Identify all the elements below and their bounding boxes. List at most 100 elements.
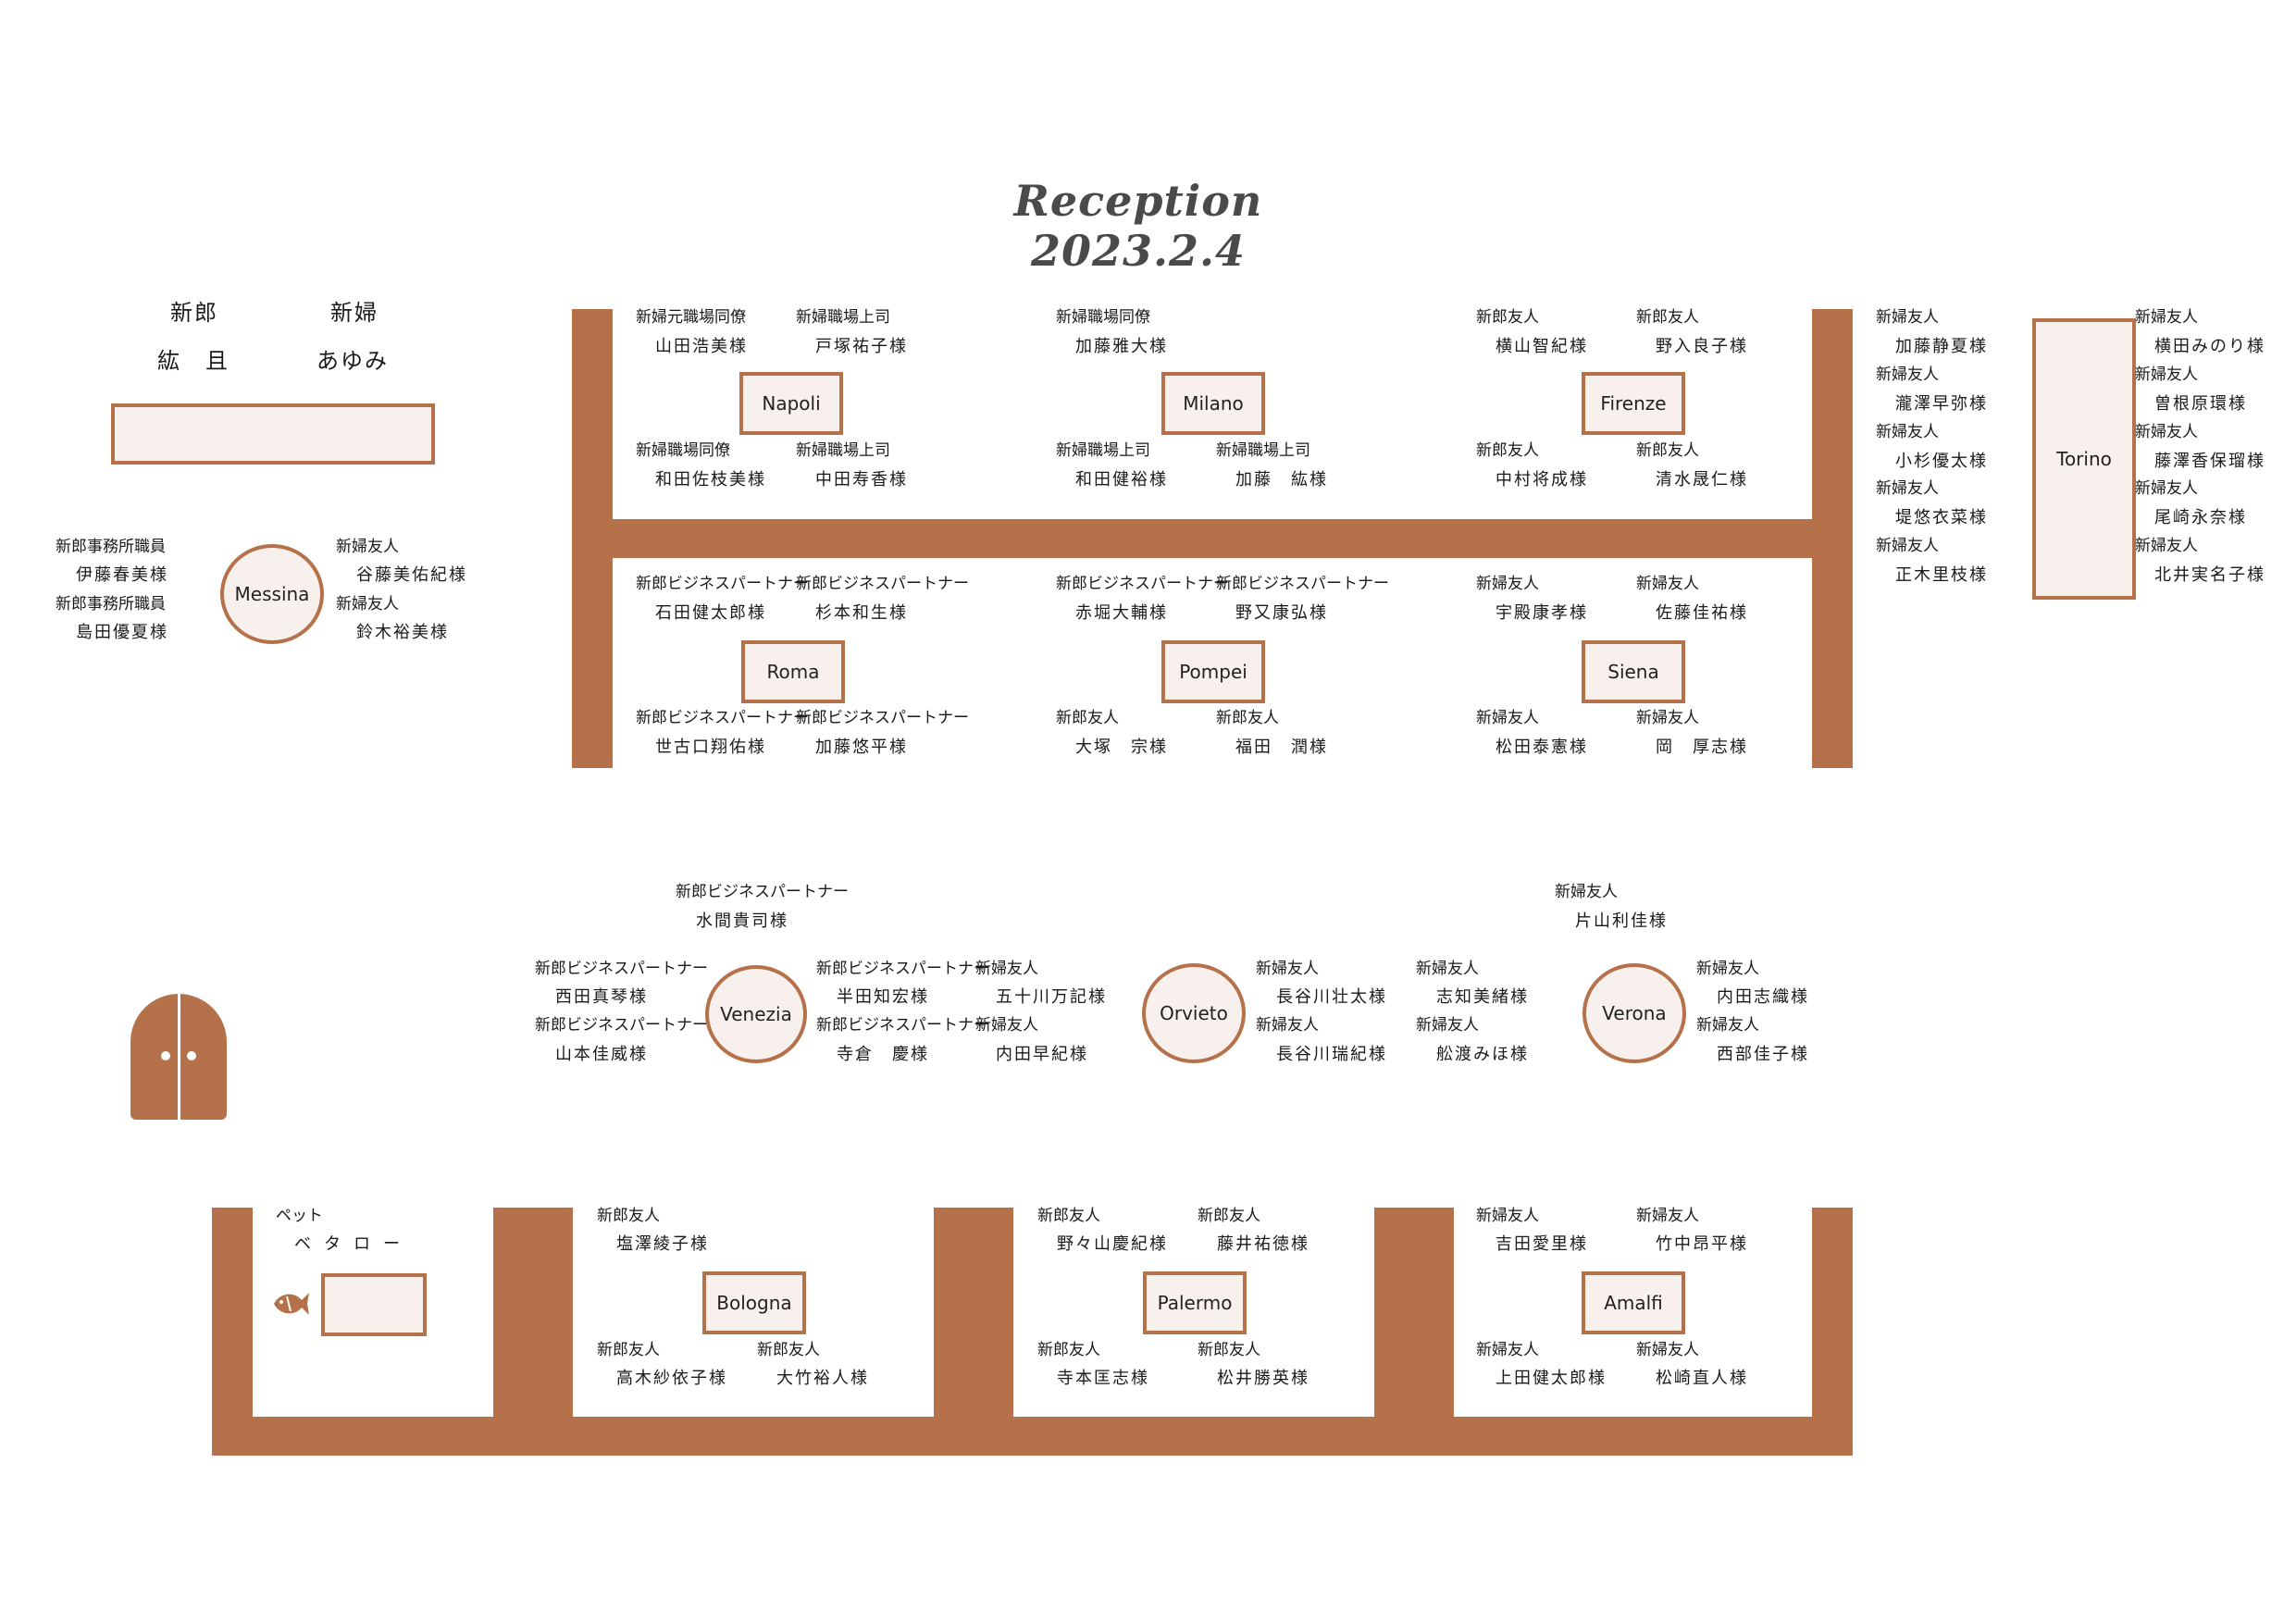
table-bologna[interactable]: Bologna [702, 1271, 806, 1334]
guest-role: 新郎友人 [1198, 1341, 1260, 1359]
door-icon [130, 994, 227, 1120]
guest-role: 新郎ビジネスパートナー [1056, 575, 1229, 593]
guest-name: 松井勝英様 [1217, 1369, 1309, 1388]
table-messina[interactable]: Messina [220, 544, 324, 644]
guest-role: 新婦職場上司 [1216, 441, 1310, 460]
table-napoli[interactable]: Napoli [739, 372, 843, 435]
table-orvieto[interactable]: Orvieto [1142, 963, 1246, 1063]
guest-name: 野入良子様 [1656, 337, 1748, 356]
guest-name: 西田真琴様 [555, 987, 648, 1007]
guest-name: 藤井祐徳様 [1217, 1234, 1309, 1254]
guest-name: 中田寿香様 [815, 470, 908, 490]
guest-name: 谷藤美佑紀様 [356, 565, 467, 585]
guest-name: 山本佳威様 [555, 1045, 648, 1064]
guest-role: 新郎友人 [1037, 1341, 1100, 1359]
lower-frame-bar [1812, 1208, 1853, 1456]
guest-role: 新婦友人 [1476, 1341, 1539, 1359]
guest-role: 新婦友人 [1876, 423, 1939, 441]
guest-name: 内田早紀様 [996, 1045, 1088, 1064]
guest-name: 高木紗依子様 [616, 1369, 727, 1388]
guest-role: 新婦友人 [1555, 883, 1618, 901]
bride-label: 新婦 [330, 300, 379, 326]
table-milano[interactable]: Milano [1161, 372, 1265, 435]
guest-role: 新郎事務所職員 [56, 538, 166, 556]
guest-role: 新婦友人 [1876, 366, 1939, 384]
guest-name: 和田健裕様 [1075, 470, 1168, 490]
guest-name: 赤堀大輔様 [1075, 603, 1168, 623]
guest-role: 新郎ビジネスパートナー [636, 575, 809, 593]
guest-name: 曽根原環様 [2154, 394, 2247, 414]
guest-role: 新婦職場上司 [796, 308, 890, 327]
guest-name: 杉本和生様 [815, 603, 908, 623]
table-palermo[interactable]: Palermo [1143, 1271, 1247, 1334]
guest-role: 新郎ビジネスパートナー [535, 1016, 708, 1035]
guest-role: 新婦友人 [1876, 537, 1939, 555]
guest-role: 新婦友人 [1636, 1341, 1699, 1359]
guest-role: 新郎友人 [1037, 1207, 1100, 1225]
guest-role: 新郎友人 [597, 1341, 660, 1359]
guest-name: 正木里枝様 [1895, 565, 1988, 585]
guest-name: 北井実名子様 [2154, 565, 2265, 585]
guest-role: 新郎友人 [1198, 1207, 1260, 1225]
guest-name: 吉田愛里様 [1496, 1234, 1588, 1254]
guest-name: 大竹裕人様 [776, 1369, 869, 1388]
guest-role: 新婦友人 [1256, 1016, 1319, 1035]
guest-role: 新婦友人 [1476, 709, 1539, 727]
table-verona[interactable]: Verona [1582, 963, 1686, 1063]
guest-name: 五十川万記様 [996, 987, 1107, 1007]
frame-middle-bar [613, 519, 1812, 558]
guest-name: 寺倉 慶様 [837, 1045, 929, 1064]
guest-role: 新婦友人 [1636, 1207, 1699, 1225]
guest-name: 野又康弘様 [1235, 603, 1328, 623]
guest-role: 新郎ビジネスパートナー [796, 709, 969, 727]
guest-name: 加藤悠平様 [815, 738, 908, 757]
guest-role: 新婦友人 [975, 1016, 1038, 1035]
guest-role: 新婦友人 [2135, 537, 2198, 555]
guest-name: 島田優夏様 [76, 623, 168, 642]
guest-role: 新婦友人 [1416, 1016, 1479, 1035]
guest-role: 新郎ビジネスパートナー [816, 1016, 989, 1035]
guest-name: 伊藤春美様 [76, 565, 168, 585]
guest-role: 新郎友人 [757, 1341, 820, 1359]
guest-name: 横田みのり様 [2154, 337, 2265, 356]
guest-role: 新婦友人 [1256, 960, 1319, 978]
table-torino[interactable]: Torino [2032, 318, 2136, 600]
guest-name: 内田志織様 [1717, 987, 1809, 1007]
table-roma[interactable]: Roma [741, 640, 845, 703]
guest-role: 新婦友人 [1696, 1016, 1759, 1035]
guest-role: 新婦友人 [1876, 308, 1939, 327]
guest-role: 新郎ビジネスパートナー [1216, 575, 1389, 593]
table-amalfi[interactable]: Amalfi [1582, 1271, 1685, 1334]
guest-name: 西部佳子様 [1717, 1045, 1809, 1064]
table-pompei[interactable]: Pompei [1161, 640, 1265, 703]
guest-name: 戸塚祐子様 [815, 337, 908, 356]
guest-role: 新婦友人 [1476, 1207, 1539, 1225]
guest-role: 新郎ビジネスパートナー [816, 960, 989, 978]
guest-name: 水間貴司様 [696, 911, 788, 931]
table-firenze[interactable]: Firenze [1582, 372, 1685, 435]
guest-role: 新郎友人 [1056, 709, 1119, 727]
guest-role: 新婦友人 [1876, 479, 1939, 498]
guest-role: 新郎ビジネスパートナー [535, 960, 708, 978]
guest-role: 新婦友人 [1636, 575, 1699, 593]
guest-role: 新郎ビジネスパートナー [636, 709, 809, 727]
pet-name: ベタロー [294, 1234, 413, 1254]
lower-frame-bar [1374, 1208, 1454, 1456]
guest-name: 中村将成様 [1496, 470, 1588, 490]
guest-name: 和田佐枝美様 [655, 470, 766, 490]
guest-role: 新郎友人 [1216, 709, 1279, 727]
guest-name: 長谷川瑞紀様 [1276, 1045, 1387, 1064]
guest-name: 横山智紀様 [1496, 337, 1588, 356]
groom-name: 紘 且 [157, 348, 230, 374]
lower-frame-bar [212, 1208, 253, 1456]
guest-name: 小杉優太様 [1895, 452, 1988, 471]
table-venezia[interactable]: Venezia [705, 965, 807, 1063]
table-siena[interactable]: Siena [1582, 640, 1685, 703]
guest-role: 新婦友人 [2135, 308, 2198, 327]
lower-frame-bar [934, 1208, 1013, 1456]
guest-name: 堤悠衣菜様 [1895, 508, 1988, 527]
guest-role: 新婦友人 [2135, 366, 2198, 384]
guest-name: 佐藤佳祐様 [1656, 603, 1748, 623]
guest-name: 長谷川壮太様 [1276, 987, 1387, 1007]
guest-name: 加藤雅大様 [1075, 337, 1168, 356]
